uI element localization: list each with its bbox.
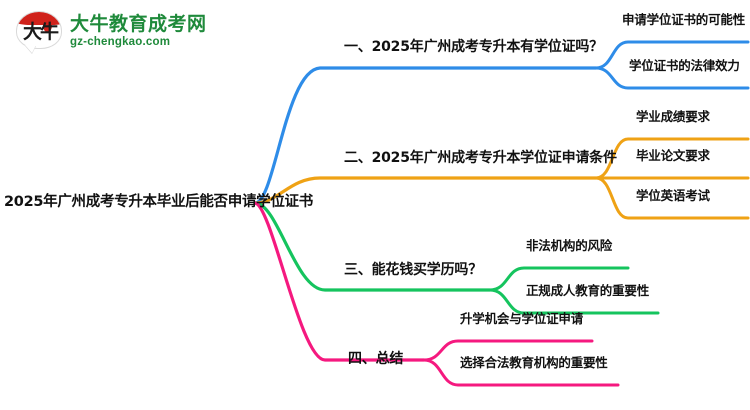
mindmap-branch-node-1[interactable]: 一、2025年广州成考专升本有学位证吗？ [344,39,603,55]
logo-bubble-shape: 大牛 [16,11,62,49]
mindmap-root-node[interactable]: 2025年广州成考专升本毕业后能否申请学位证书 [4,194,313,210]
mindmap-leaf-node-3-2[interactable]: 正规成人教育的重要性 [526,283,650,298]
logo-subtitle-url: gz-chengkao.com [70,36,171,49]
mindmap-leaf-node-2-1[interactable]: 学业成绩要求 [636,109,710,124]
logo-bubble-tail [25,45,36,53]
mindmap-leaf-node-2-3[interactable]: 学位英语考试 [636,188,710,203]
mindmap-leaf-node-4-1[interactable]: 升学机会与学位证申请 [460,311,584,326]
mindmap-branch-node-4[interactable]: 四、总结 [348,351,404,367]
mindmap-leaf-node-3-1[interactable]: 非法机构的风险 [526,238,613,253]
mindmap-leaf-node-2-2[interactable]: 毕业论文要求 [636,148,710,163]
mindmap-leaf-node-1-1[interactable]: 申请学位证书的可能性 [622,12,746,27]
logo-mark-label: 大牛 [22,21,59,43]
mindmap-leaf-node-1-2[interactable]: 学位证书的法律效力 [629,58,740,73]
logo-mark-icon: 大牛 [16,11,62,53]
mindmap-branch-node-2[interactable]: 二、2025年广州成考专升本学位证申请条件 [344,150,617,166]
logo-seal-dot-icon [43,21,52,32]
branch-1-trunk [253,66,598,205]
logo-text-block: 大牛教育成考网 gz-chengkao.com [70,12,207,51]
mindmap-branch-node-3[interactable]: 三、能花钱买学历吗？ [344,262,482,278]
site-logo: 大牛 大牛教育成考网 gz-chengkao.com [16,8,246,56]
logo-title: 大牛教育成考网 [70,12,207,35]
mindmap-leaf-node-4-2[interactable]: 选择合法教育机构的重要性 [460,355,608,370]
branch-4-trunk [253,201,426,362]
